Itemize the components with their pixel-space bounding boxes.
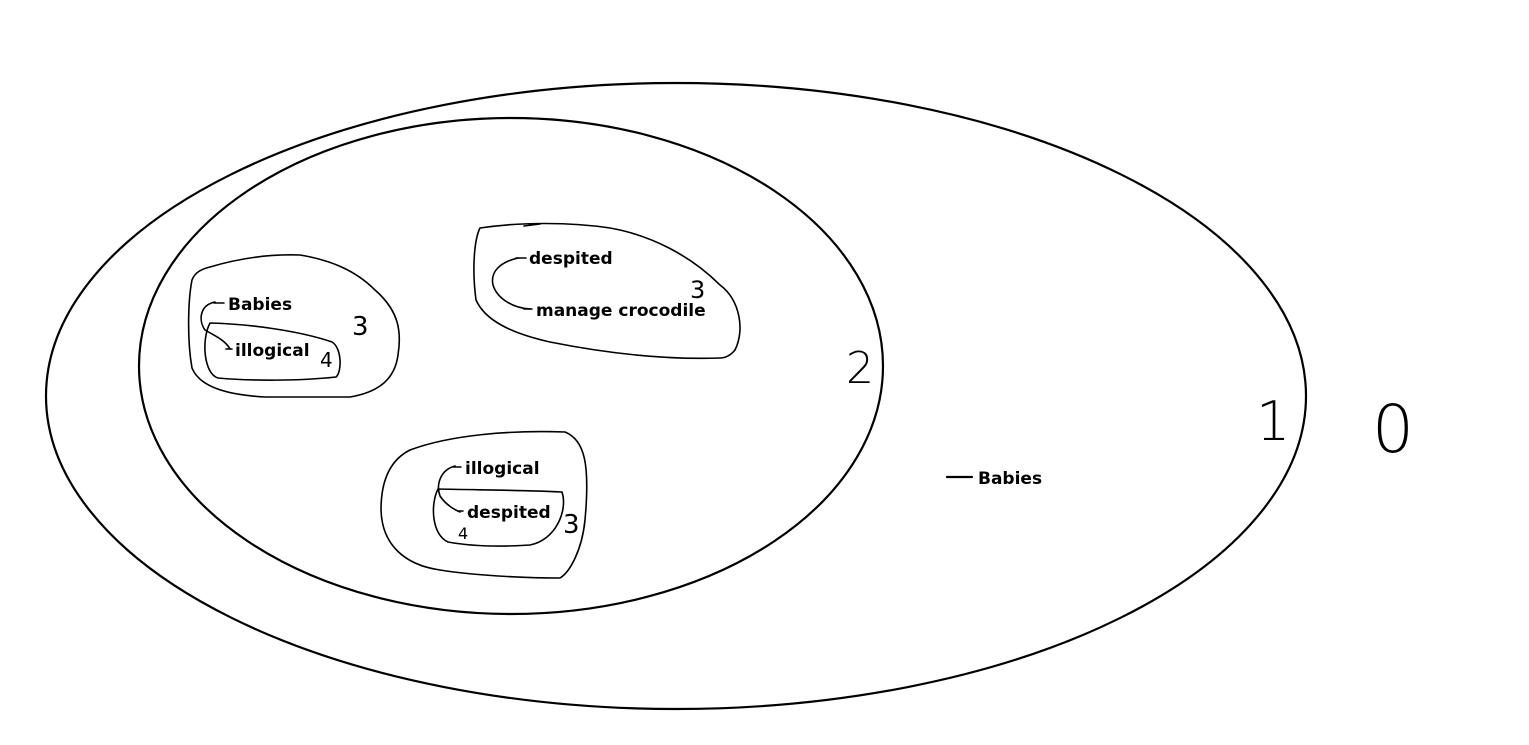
level-1-ellipse xyxy=(44,81,1308,711)
region-number-0: 0 xyxy=(1372,391,1414,468)
group-b-top-label: despited xyxy=(529,249,613,269)
group-c-inner-blob xyxy=(432,488,565,547)
group-b-mark xyxy=(523,223,541,227)
region-number-group-b: 3 xyxy=(690,276,705,304)
region-number-group-c-outer: 3 xyxy=(563,510,580,540)
group-a-outer-blob xyxy=(187,254,401,398)
region-number-1: 1 xyxy=(1256,390,1290,453)
group-a-inner-label: illogical xyxy=(235,341,310,361)
group-b-bottom-label: manage crocodile xyxy=(536,301,706,321)
group-c-outer-label: illogical xyxy=(465,459,540,479)
group-a-connector xyxy=(200,301,231,350)
group-a-outer-label: Babies xyxy=(228,295,292,315)
level-1-label: Babies xyxy=(978,469,1042,489)
group-a-inner-blob xyxy=(204,322,341,381)
group-b-blob xyxy=(473,222,741,360)
group-c-outer-blob xyxy=(380,430,588,579)
group-b-inner-loop xyxy=(491,257,531,310)
region-number-group-a-outer: 3 xyxy=(352,312,369,342)
level-2-ellipse xyxy=(137,116,885,616)
region-number-group-a-inner: 4 xyxy=(320,348,333,372)
group-c-connector xyxy=(437,465,461,513)
group-c-inner-label: despited xyxy=(467,503,551,523)
region-number-2: 2 xyxy=(846,343,874,394)
region-number-group-c-inner: 4 xyxy=(458,524,468,543)
